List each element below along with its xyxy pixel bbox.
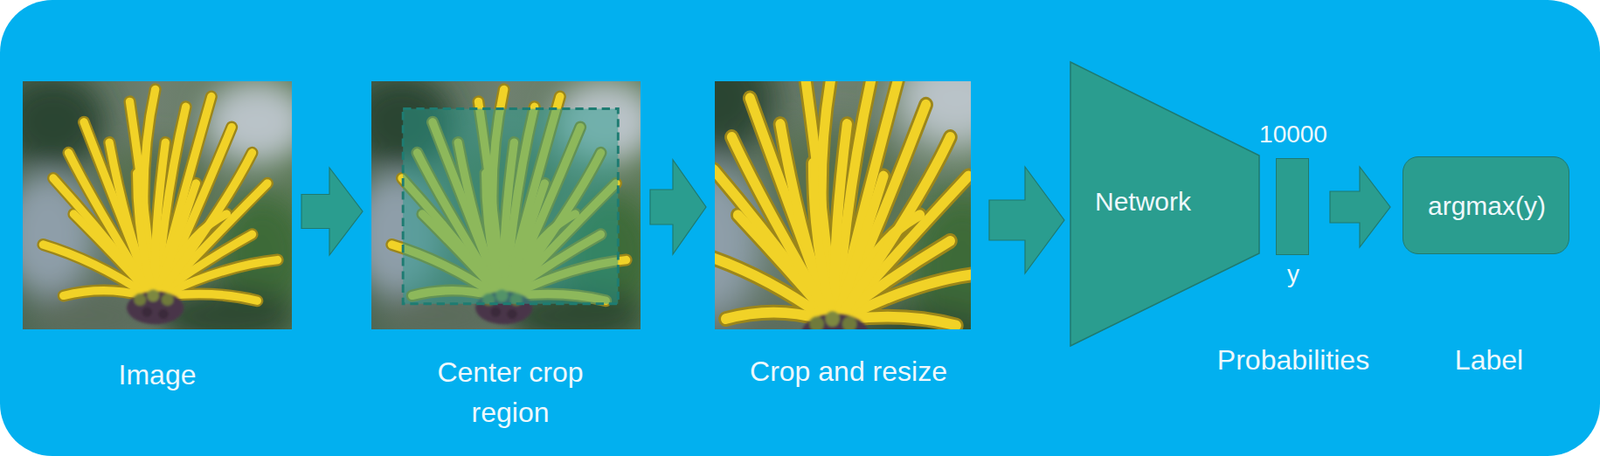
block-arrow [989, 166, 1065, 274]
block-arrow [1329, 166, 1391, 248]
dimension-label: 10000 [1259, 119, 1328, 150]
vector-label: y [1287, 259, 1300, 290]
crop-region [402, 109, 618, 305]
flower-photo-cropped [652, 39, 1018, 384]
operation-label: argmax(y) [1427, 190, 1546, 222]
flower-photo [2, 76, 309, 347]
caption: Crop and resize [749, 351, 948, 392]
block-arrow [650, 159, 707, 255]
image-frame: Image [22, 81, 292, 330]
trapezoid-outline [1070, 62, 1260, 347]
caption: Image [118, 354, 197, 395]
argmax-box: argmax(y)Label [1402, 156, 1570, 255]
flower-photo [351, 76, 658, 347]
caption: Probabilities [1217, 339, 1370, 381]
image-frame: Crop and resize [714, 81, 971, 330]
network-label: Network [1094, 186, 1192, 218]
block-arrow [301, 167, 363, 256]
network-block: Network [1069, 61, 1261, 347]
output-vector: 10000yProbabilities [1275, 158, 1310, 256]
caption: Center crop region [409, 352, 611, 433]
image-frame: Center crop region [371, 81, 641, 330]
caption: Label [1454, 339, 1524, 381]
